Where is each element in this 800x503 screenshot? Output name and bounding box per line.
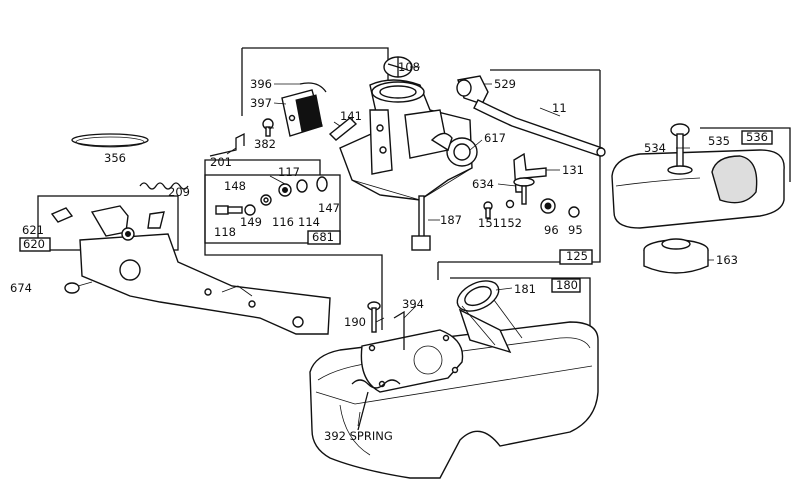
label-674: 674 [10, 281, 32, 295]
label-149: 149 [240, 215, 262, 229]
label-201: 201 [210, 155, 232, 169]
carburetor-body [339, 79, 478, 201]
label-534: 534 [644, 141, 666, 155]
spring-392 [351, 379, 401, 431]
fuel-pipe-11 [473, 99, 606, 157]
label-634: 634 [472, 177, 494, 191]
kit-536-boundary [700, 127, 791, 182]
shutoff-valve-131 [513, 152, 547, 205]
label-392-spring: 392 SPRING [324, 429, 393, 443]
wire-356 [71, 133, 149, 148]
kit-label-681: 681 [312, 230, 334, 244]
kit-180-boundary [437, 262, 591, 330]
label-152: 152 [500, 216, 522, 230]
elbow-529 [456, 75, 489, 105]
kit-label-125: 125 [566, 249, 588, 263]
link-201 [209, 132, 245, 157]
label-394: 394 [402, 297, 424, 311]
screw-382 [262, 118, 274, 137]
label-147: 147 [318, 201, 340, 215]
label-382: 382 [254, 137, 276, 151]
label-535: 535 [708, 134, 730, 148]
label-95: 95 [568, 223, 583, 237]
label-117: 117 [278, 165, 300, 179]
control-bracket [79, 233, 331, 335]
label-187: 187 [440, 213, 462, 227]
part-labels: 108 529 11 396 397 141 382 617 131 634 3… [10, 60, 768, 443]
kit-label-620: 620 [23, 237, 45, 251]
label-529: 529 [494, 77, 516, 91]
label-163: 163 [716, 253, 738, 267]
label-96: 96 [544, 223, 559, 237]
screw-534 [667, 123, 693, 175]
filler-neck-181 [456, 280, 523, 354]
control-lever-621 [50, 205, 165, 241]
label-151: 151 [478, 216, 500, 230]
leader-lines [226, 66, 714, 427]
label-397: 397 [250, 96, 272, 110]
air-cleaner-body [611, 149, 785, 229]
kit-681-boundary [204, 159, 341, 245]
label-118: 118 [214, 225, 236, 239]
kit-label-180: 180 [556, 278, 578, 292]
label-114: 114 [298, 215, 320, 229]
label-148: 148 [224, 179, 246, 193]
label-209: 209 [168, 185, 190, 199]
label-141: 141 [340, 109, 362, 123]
small-parts [483, 198, 580, 219]
choke-lever-397 [281, 82, 327, 137]
label-621: 621 [22, 223, 44, 237]
pin-141 [328, 117, 358, 141]
label-108: 108 [398, 60, 420, 74]
label-617: 617 [484, 131, 506, 145]
bowl-nut-187 [411, 195, 431, 251]
label-396: 396 [250, 77, 272, 91]
label-190: 190 [344, 315, 366, 329]
label-116: 116 [272, 215, 294, 229]
needle-valve-parts-681 [215, 176, 328, 216]
kit-label-536: 536 [746, 130, 768, 144]
label-131: 131 [562, 163, 584, 177]
label-356: 356 [104, 151, 126, 165]
base-163 [643, 238, 709, 274]
spring-209 [139, 182, 189, 190]
label-11: 11 [552, 101, 567, 115]
label-181: 181 [514, 282, 536, 296]
screw-190 [367, 301, 381, 333]
screw-674 [64, 281, 93, 294]
